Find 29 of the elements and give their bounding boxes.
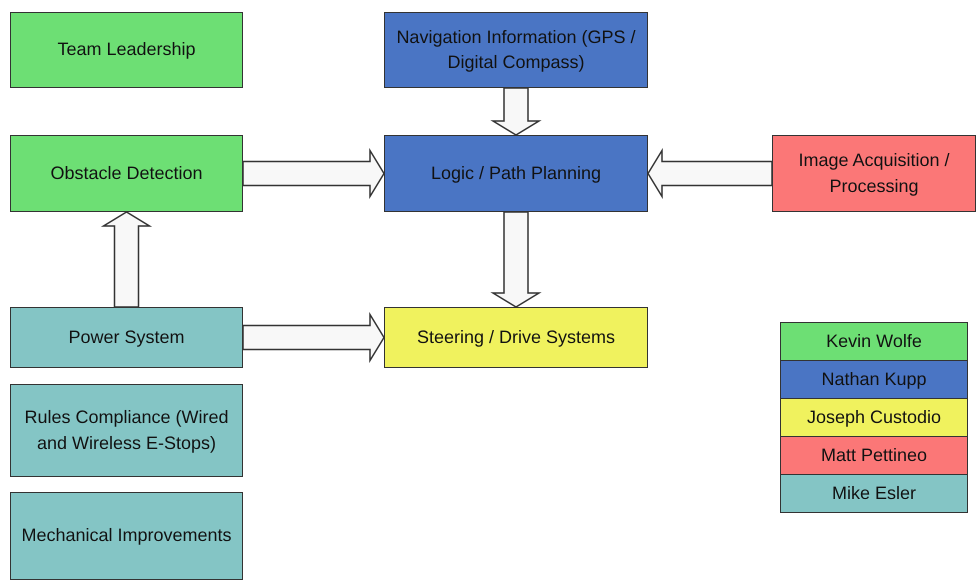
box-label: Steering / Drive Systems xyxy=(416,326,616,349)
legend-label: Nathan Kupp xyxy=(821,369,927,390)
box-label: Mechanical Improvements xyxy=(21,524,232,548)
process-box xyxy=(384,307,648,368)
box-label: Team Leadership xyxy=(57,38,196,62)
box-label: Logic / Path Planning xyxy=(430,162,602,185)
box-label: Rules Compliance (Wired and Wireless E-Stops) xyxy=(23,406,230,455)
legend-label: Mike Esler xyxy=(832,483,916,504)
legend-label: Matt Pettineo xyxy=(820,445,928,466)
legend-label: Kevin Wolfe xyxy=(826,331,922,352)
process-box xyxy=(10,12,243,88)
process-box xyxy=(384,12,648,88)
process-box xyxy=(10,384,243,477)
box-label: Power System xyxy=(68,326,185,349)
process-box xyxy=(772,135,976,212)
box-label: Obstacle Detection xyxy=(50,162,203,185)
legend-label: Joseph Custodio xyxy=(806,407,942,428)
process-box xyxy=(10,307,243,368)
process-box xyxy=(384,135,648,212)
block-arrow xyxy=(490,211,542,308)
process-box xyxy=(10,135,243,212)
box-label: Navigation Information (GPS / Digital Compass) xyxy=(395,26,637,74)
block-arrow xyxy=(100,211,152,308)
box-label: Image Acquisition / Processing xyxy=(797,149,951,198)
process-box xyxy=(10,492,243,580)
block-arrow xyxy=(647,148,773,200)
block-arrow xyxy=(242,148,385,200)
block-arrow xyxy=(490,87,542,136)
block-arrow xyxy=(242,312,385,364)
